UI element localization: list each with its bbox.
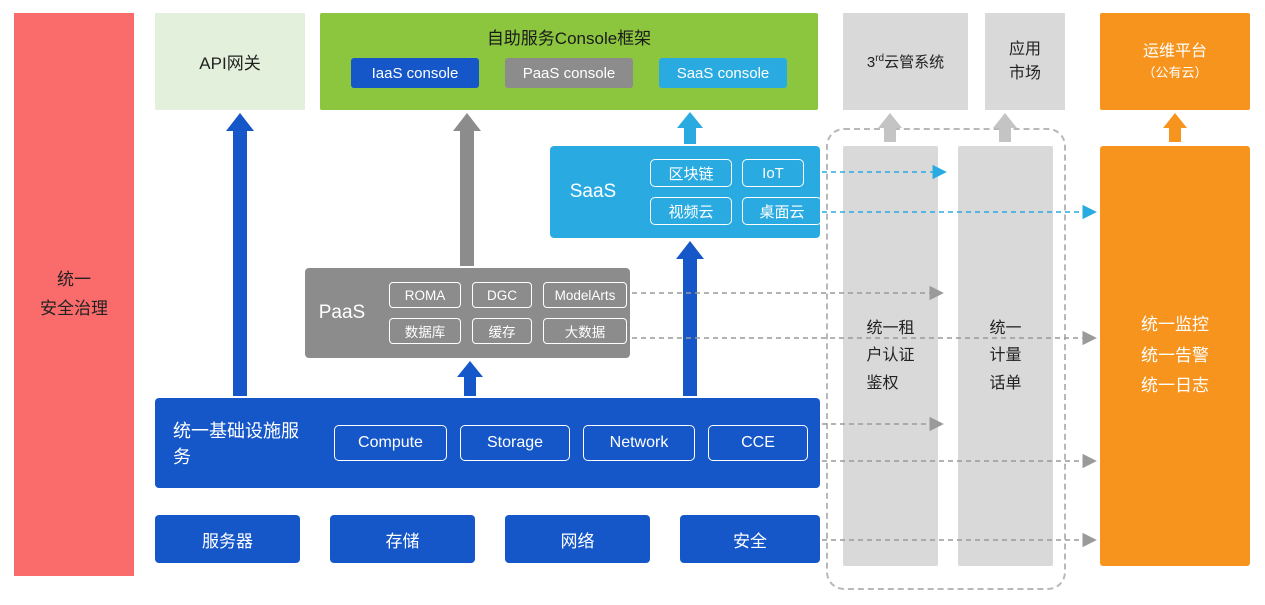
hardware-network-box: 网络: [505, 515, 650, 563]
saas-label: SaaS: [569, 181, 617, 202]
ops-platform-subtitle: （公有云）: [1142, 65, 1208, 81]
service-bigdata: 大数据: [543, 318, 627, 344]
service-storage: Storage: [460, 425, 570, 461]
arrow-iaas-to-api-gateway: [226, 113, 254, 396]
hardware-server-box: 服务器: [155, 515, 300, 563]
arrow-paas-to-console: [453, 113, 481, 266]
console-frame-title: 自助服务Console框架: [486, 29, 652, 48]
saas-services: 区块链 IoT 视频云 桌面云: [650, 159, 822, 225]
console-chip-row: IaaS console PaaS console SaaS console: [320, 58, 818, 88]
service-modelarts: ModelArts: [543, 282, 627, 308]
service-cce: CCE: [708, 425, 808, 461]
ops-platform-box: 运维平台 （公有云）: [1100, 13, 1250, 110]
api-gateway-box: API网关: [155, 13, 305, 110]
iaas-console-chip: IaaS console: [351, 58, 479, 88]
arrow-saas-to-console: [677, 112, 703, 144]
service-network: Network: [583, 425, 695, 461]
ops-platform-title: 运维平台: [1142, 43, 1207, 61]
paas-console-chip: PaaS console: [505, 58, 633, 88]
iaas-services: Compute Storage Network CCE: [334, 425, 808, 461]
service-database: 数据库: [389, 318, 461, 344]
service-blockchain: 区块链: [650, 159, 732, 187]
iaas-layer-box: 统一基础设施服务 Compute Storage Network CCE: [155, 398, 820, 488]
service-compute: Compute: [334, 425, 447, 461]
arrow-iaas-to-paas: [457, 361, 483, 396]
billing-bar-label: 统一 计量 话单: [989, 320, 1022, 392]
hardware-security-box: 安全: [680, 515, 820, 563]
paas-label: PaaS: [318, 302, 366, 323]
auth-bar: 统一租 户认证 鉴权: [843, 146, 938, 566]
service-dgc: DGC: [472, 282, 532, 308]
saas-console-chip: SaaS console: [659, 58, 787, 88]
paas-services: ROMA DGC ModelArts 数据库 缓存 大数据: [389, 282, 627, 344]
hardware-storage-box: 存储: [330, 515, 475, 563]
service-cache: 缓存: [472, 318, 532, 344]
third-party-cloud-box: 3rd云管系统: [843, 13, 968, 110]
saas-layer-box: SaaS 区块链 IoT 视频云 桌面云: [550, 146, 822, 238]
arrow-monitor-to-ops-platform: [1163, 113, 1187, 142]
app-market-box: 应用 市场: [985, 13, 1065, 110]
third-party-cloud-label: 3rd云管系统: [866, 53, 945, 71]
monitoring-bar: 统一监控 统一告警 统一日志: [1100, 146, 1250, 566]
tenant-services-group: [826, 128, 1066, 590]
service-video-cloud: 视频云: [650, 197, 732, 225]
billing-bar: 统一 计量 话单: [958, 146, 1053, 566]
paas-layer-box: PaaS ROMA DGC ModelArts 数据库 缓存 大数据: [305, 268, 630, 358]
service-roma: ROMA: [389, 282, 461, 308]
service-desktop-cloud: 桌面云: [742, 197, 822, 225]
console-frame-box: 自助服务Console框架 IaaS console PaaS console …: [320, 13, 818, 110]
arrow-iaas-to-saas: [676, 241, 704, 396]
service-iot: IoT: [742, 159, 804, 187]
security-governance-bar: 统一 安全治理: [14, 13, 134, 576]
iaas-label: 统一基础设施服务: [173, 421, 299, 467]
auth-bar-label: 统一租 户认证 鉴权: [866, 320, 915, 392]
